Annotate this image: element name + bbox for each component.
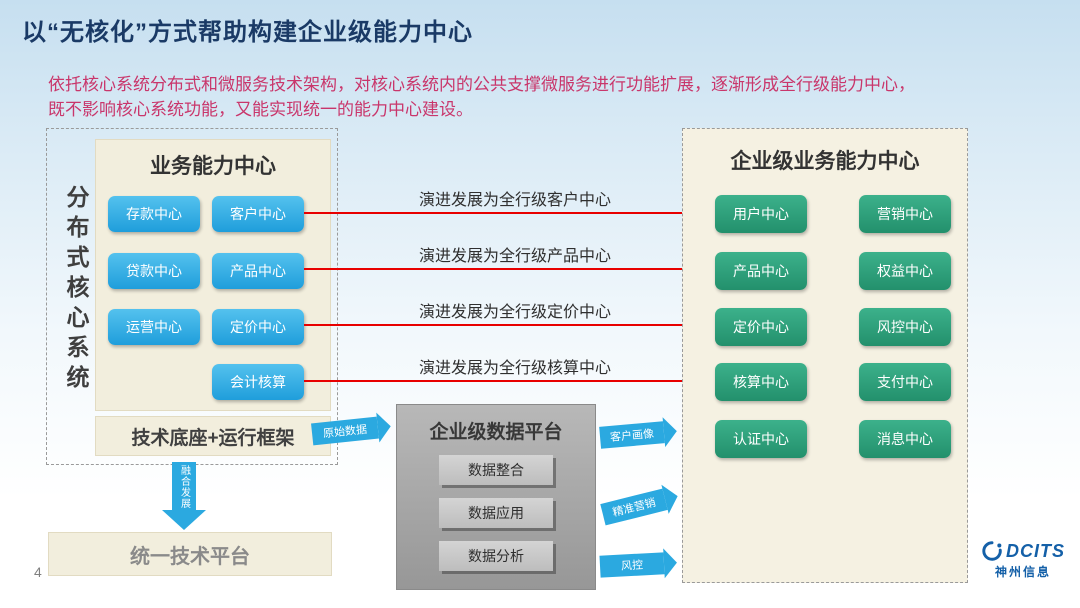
pricing-center-button: 定价中心: [212, 309, 304, 345]
tech-base-box: 技术底座+运行框架: [95, 416, 331, 456]
message-center-button: 消息中心: [859, 420, 951, 458]
down-arrow-icon: [162, 510, 206, 530]
business-capability-box: 业务能力中心 存款中心 客户中心 贷款中心 产品中心 运营中心 定价中心 会计核…: [95, 139, 331, 411]
distributed-core-label: 分布式核心系统: [63, 185, 89, 395]
loan-center-button: 贷款中心: [108, 253, 200, 289]
auth-center-button: 认证中心: [715, 420, 807, 458]
precision-marketing-arrow-label: 精准营销: [611, 496, 658, 520]
business-capability-title: 业务能力中心: [150, 155, 276, 178]
page-title: 以“无核化”方式帮助构建企业级能力中心: [22, 19, 473, 46]
data-integration-box: 数据整合: [439, 455, 553, 485]
evolution-arrow-customer-icon: [304, 207, 713, 219]
customer-center-button: 客户中心: [212, 196, 304, 232]
operations-center-button: 运营中心: [108, 309, 200, 345]
raw-data-arrow-label: 原始数据: [322, 423, 368, 441]
customer-profile-arrow-label: 客户画像: [609, 428, 655, 444]
fusion-arrow-label: 融合发展: [178, 465, 190, 509]
evolution-label-accounting: 演进发展为全行级核算中心: [418, 360, 611, 377]
enterprise-capability-title: 企业级业务能力中心: [730, 150, 920, 173]
fusion-development-arrow: 融合发展: [172, 462, 196, 512]
subtitle-line-1: 依托核心系统分布式和微服务技术架构，对核心系统内的公共支撑微服务进行功能扩展，逐…: [48, 75, 915, 94]
evolution-arrow-pricing-icon: [304, 319, 713, 331]
distributed-core-panel: 分布式核心系统 业务能力中心 存款中心 客户中心 贷款中心 产品中心 运营中心 …: [46, 128, 338, 465]
subtitle-line-2: 既不影响核心系统功能，又能实现统一的能力中心建设。: [48, 100, 473, 119]
evolution-label-pricing: 演进发展为全行级定价中心: [418, 304, 611, 321]
evolution-arrow-accounting-icon: [304, 375, 713, 387]
enterprise-data-platform-box: 企业级数据平台 数据整合 数据应用 数据分析: [396, 404, 596, 590]
risk-control-arrow-label: 风控: [620, 559, 644, 573]
product-center-button: 产品中心: [212, 253, 304, 289]
precision-marketing-arrow: 精准营销: [600, 488, 668, 526]
unified-tech-platform-box: 统一技术平台: [48, 532, 332, 576]
payment-center-button: 支付中心: [859, 363, 951, 401]
accounting-button: 会计核算: [212, 364, 304, 400]
customer-profile-arrow: 客户画像: [599, 421, 665, 449]
enterprise-capability-panel: 企业级业务能力中心 用户中心 营销中心 产品中心 权益中心 定价中心 风控中心 …: [682, 128, 968, 583]
slide-subtitle: 依托核心系统分布式和微服务技术架构，对核心系统内的公共支撑微服务进行功能扩展，逐…: [48, 72, 1008, 122]
dcits-logo: DCITS 神州信息: [975, 540, 1071, 580]
dcits-swoosh-icon: [982, 541, 1002, 561]
user-center-button: 用户中心: [715, 195, 807, 233]
evolution-arrow-product-icon: [304, 263, 713, 275]
pricing-center-green-button: 定价中心: [715, 308, 807, 346]
evolution-label-product: 演进发展为全行级产品中心: [418, 248, 611, 265]
rights-center-button: 权益中心: [859, 252, 951, 290]
risk-control-arrow: 风控: [599, 552, 665, 578]
dcits-logo-row: DCITS: [975, 540, 1071, 562]
data-platform-title: 企业级数据平台: [429, 422, 563, 443]
data-analysis-box: 数据分析: [439, 541, 553, 571]
page-number: 4: [34, 564, 42, 580]
product-center-green-button: 产品中心: [715, 252, 807, 290]
data-application-box: 数据应用: [439, 498, 553, 528]
deposit-center-button: 存款中心: [108, 196, 200, 232]
evolution-label-customer: 演进发展为全行级客户中心: [418, 192, 611, 209]
risk-center-button: 风控中心: [859, 308, 951, 346]
logo-text: DCITS: [1006, 540, 1065, 561]
logo-subtext: 神州信息: [994, 565, 1051, 579]
accounting-center-button: 核算中心: [715, 363, 807, 401]
marketing-center-button: 营销中心: [859, 195, 951, 233]
